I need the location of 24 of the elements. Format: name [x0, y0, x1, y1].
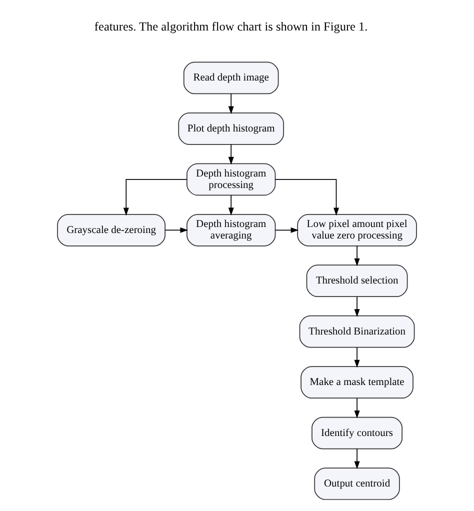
node-box: Plot depth histogram [178, 112, 284, 145]
node-box: Read depth image [183, 62, 279, 94]
arrow [228, 144, 234, 165]
node-box: Grayscale de-zeroing [57, 214, 166, 246]
node-box: Depth histogram processing [186, 163, 276, 196]
arrow [354, 398, 360, 418]
arrow [354, 245, 360, 266]
arrow [354, 346, 360, 368]
node-box: Identify contours [312, 416, 402, 450]
arrow [275, 227, 299, 233]
arrow [274, 178, 340, 216]
arrow [354, 296, 360, 317]
arrow [164, 227, 188, 233]
node-box: Output centroid [314, 468, 400, 500]
node-box: Make a mask template [300, 366, 414, 398]
node-box: Threshold Binarization [299, 315, 415, 348]
arrow [354, 448, 360, 470]
label: features. The algorithm flow chart is shown in Figure 1. [94, 19, 368, 34]
node-box: Threshold selection [306, 264, 408, 298]
node-box: Low pixel amount pixel value zero processing [297, 214, 417, 246]
arrow [123, 178, 188, 216]
node-box: Depth histogram averaging [186, 214, 276, 246]
arrow [228, 93, 234, 114]
arrow [228, 194, 234, 216]
